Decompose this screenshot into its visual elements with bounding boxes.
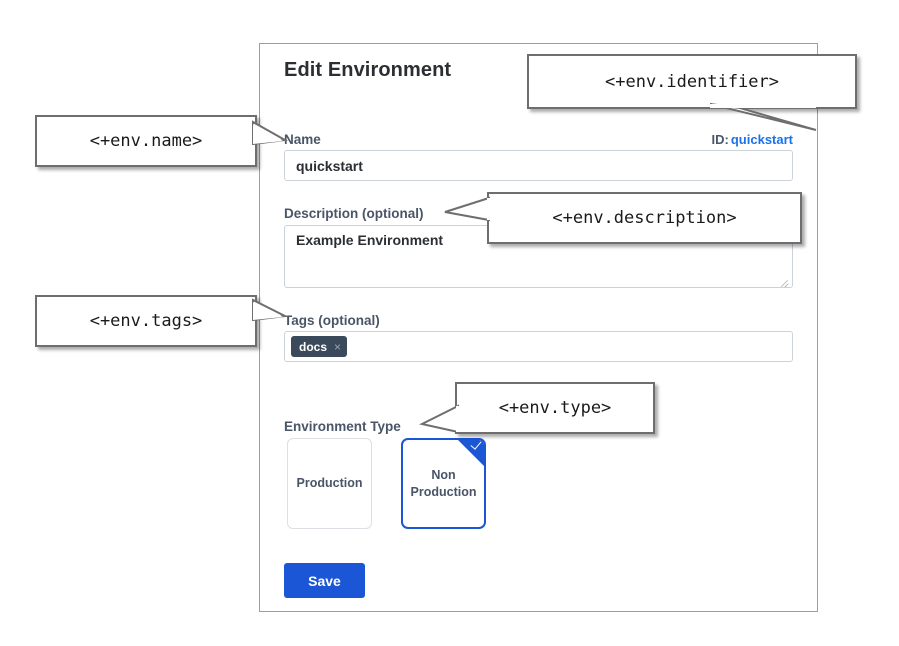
name-input[interactable] <box>284 150 793 181</box>
tags-input[interactable]: docs × <box>284 331 793 362</box>
annotation-tail-env-identifier <box>709 103 817 131</box>
annotation-callout-env-name: <+env.name> <box>35 115 257 167</box>
environment-id-label: ID: <box>711 132 729 147</box>
type-card-production[interactable]: Production <box>287 438 372 529</box>
annotation-text: <+env.tags> <box>89 311 203 331</box>
annotation-callout-env-tags: <+env.tags> <box>35 295 257 347</box>
annotation-callout-env-identifier: <+env.identifier> <box>527 54 857 109</box>
annotation-callout-env-description: <+env.description> <box>487 192 802 244</box>
selected-corner-badge <box>458 440 484 466</box>
annotation-text: <+env.identifier> <box>605 71 779 92</box>
edit-environment-dialog: Edit Environment Name ID:quickstart Desc… <box>259 43 818 612</box>
annotation-text: <+env.name> <box>89 131 203 151</box>
annotation-tail-env-description <box>444 196 493 222</box>
tag-chip-label: docs <box>299 339 328 354</box>
page-title: Edit Environment <box>284 59 452 81</box>
type-card-non-production[interactable]: Non Production <box>401 438 486 529</box>
name-label: Name <box>284 132 321 147</box>
annotation-tail-env-tags <box>252 298 289 322</box>
annotation-tail-env-type <box>419 404 464 434</box>
annotation-tail-env-name <box>252 120 289 146</box>
annotation-text: <+env.description> <box>552 208 737 228</box>
save-button[interactable]: Save <box>284 563 365 598</box>
tags-label: Tags (optional) <box>284 313 380 328</box>
description-label: Description (optional) <box>284 206 424 221</box>
annotation-text: <+env.type> <box>498 398 612 418</box>
environment-id-link[interactable]: quickstart <box>730 132 793 147</box>
tag-chip[interactable]: docs × <box>291 336 348 357</box>
environment-id-row: ID:quickstart <box>712 132 793 147</box>
annotation-callout-env-type: <+env.type> <box>455 382 655 434</box>
environment-type-label: Environment Type <box>284 419 401 434</box>
close-icon[interactable]: × <box>334 339 342 354</box>
type-card-production-label: Production <box>296 476 363 491</box>
type-card-non-production-label: Non Production <box>410 467 477 499</box>
